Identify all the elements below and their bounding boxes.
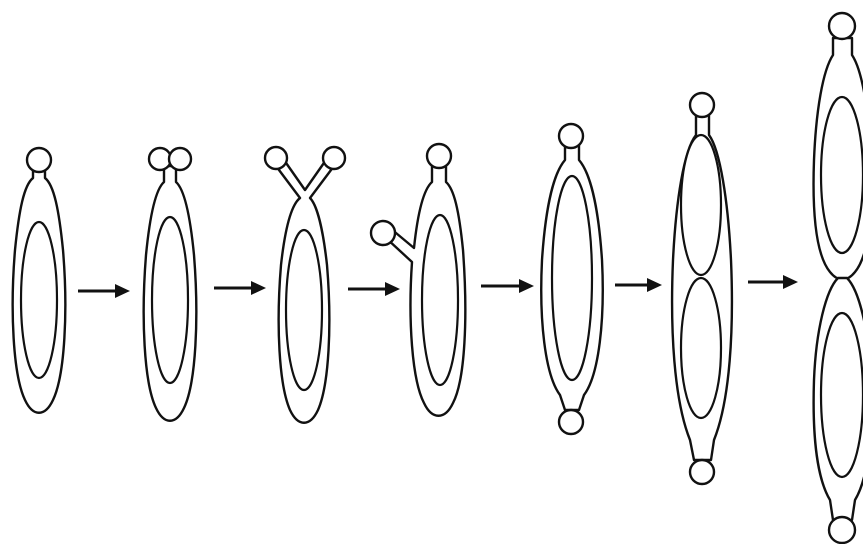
stage-3-nucleus	[286, 230, 322, 390]
stage-6-nucleus-upper	[681, 135, 721, 275]
stage-5-pole-top	[559, 124, 583, 148]
stage-4-cell	[371, 144, 465, 416]
stage-3-pole-top-left	[265, 147, 287, 169]
stage-3-pole-top-right	[323, 147, 345, 169]
arrow-3	[348, 282, 400, 296]
stage-6-pole-bottom	[690, 460, 714, 484]
stage-2-cell	[144, 148, 197, 421]
stage-3-cell	[265, 147, 345, 423]
arrow-5	[615, 278, 662, 292]
stage-6-nucleus-lower	[681, 278, 721, 418]
stage-1-cell	[13, 148, 66, 413]
stage-1-nucleus	[21, 222, 57, 378]
stage-5-pole-bottom	[559, 410, 583, 434]
stage-5-cell	[541, 124, 603, 434]
stage-7-cells	[814, 13, 863, 543]
stage-2-pole-top-right	[169, 148, 191, 170]
stage-7-pole-bottom	[829, 517, 855, 543]
stage-7-pole-top	[829, 13, 855, 39]
stage-5-nucleus	[552, 176, 592, 380]
stage-6-cell	[672, 93, 732, 484]
stage-6-pole-top	[690, 93, 714, 117]
stage-7-nucleus-upper	[821, 97, 863, 253]
stage-4-pole-side	[371, 221, 395, 245]
stage-1-pole-top	[27, 148, 51, 172]
arrow-1	[78, 284, 130, 298]
stage-2-pole-top-left	[149, 148, 171, 170]
arrow-4	[481, 279, 534, 293]
stage-7-nucleus-lower	[821, 313, 863, 477]
arrow-6	[748, 275, 798, 289]
stage-4-pole-top	[427, 144, 451, 168]
stage-4-nucleus	[422, 215, 458, 385]
arrow-2	[214, 281, 266, 295]
stage-2-nucleus	[152, 217, 188, 383]
